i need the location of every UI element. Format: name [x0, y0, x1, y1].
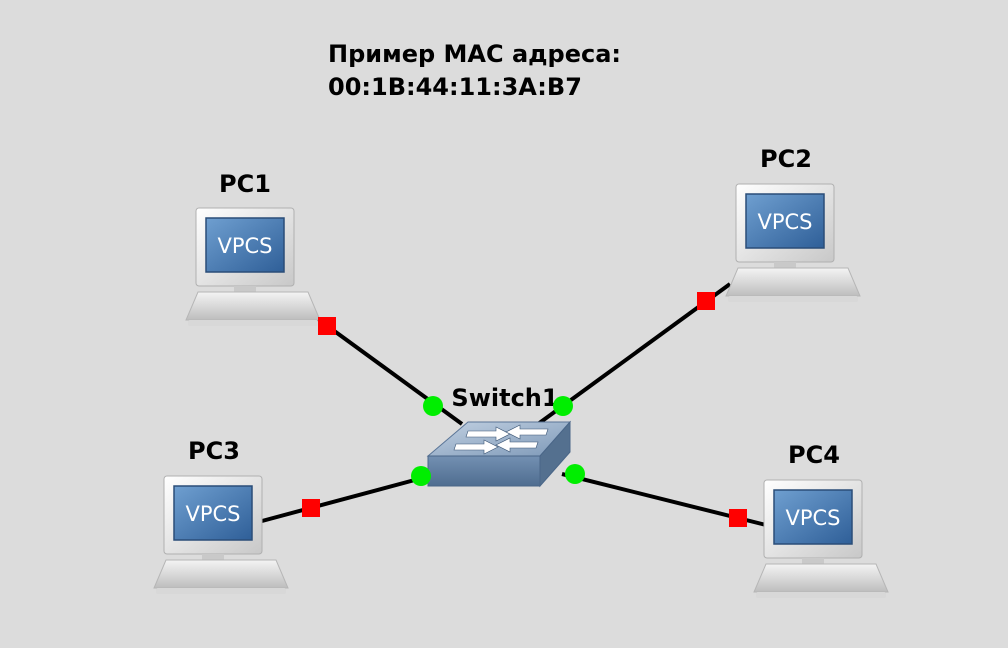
pc4-label: PC4 — [788, 441, 840, 469]
pc3-label: PC3 — [188, 437, 240, 465]
switch1-label: Switch1 — [451, 384, 558, 412]
node-pc4[interactable]: PC4 VPCS — [753, 441, 889, 599]
pc1-computer-icon: VPCS — [185, 207, 321, 327]
pc2-screen-text: VPCS — [757, 210, 812, 234]
port-indicators — [302, 292, 747, 527]
node-pc1[interactable]: PC1 VPCS — [185, 170, 321, 327]
pc1-label: PC1 — [219, 170, 271, 198]
switch1-port-to-pc1-indicator — [423, 396, 443, 416]
switch1-port-to-pc4-indicator — [565, 464, 585, 484]
switch-icon — [426, 420, 572, 488]
pc1-screen-text: VPCS — [217, 234, 272, 258]
pc3-port-status-indicator — [302, 499, 320, 517]
pc1-port-status-indicator — [318, 317, 336, 335]
note-line-2: 00:1B:44:11:3A:B7 — [328, 73, 582, 101]
node-pc3[interactable]: PC3 VPCS — [153, 437, 289, 595]
pc3-computer-icon: VPCS — [153, 475, 289, 595]
link-pc3-switch1[interactable] — [261, 472, 438, 523]
pc4-port-status-indicator — [729, 509, 747, 527]
pc4-screen-text: VPCS — [785, 506, 840, 530]
pc2-port-status-indicator — [697, 292, 715, 310]
switch1-port-to-pc2-indicator — [553, 396, 573, 416]
node-pc2[interactable]: PC2 VPCS — [725, 145, 861, 303]
pc4-computer-icon: VPCS — [753, 479, 889, 599]
note-line-1: Пример MAC адреса: — [328, 40, 621, 68]
node-switch1[interactable]: Switch1 — [426, 384, 572, 488]
switch1-port-to-pc3-indicator — [411, 466, 431, 486]
mac-address-note: Пример MAC адреса: 00:1B:44:11:3A:B7 — [328, 38, 621, 104]
pc2-computer-icon: VPCS — [725, 183, 861, 303]
pc3-screen-text: VPCS — [185, 502, 240, 526]
pc2-label: PC2 — [760, 145, 812, 173]
